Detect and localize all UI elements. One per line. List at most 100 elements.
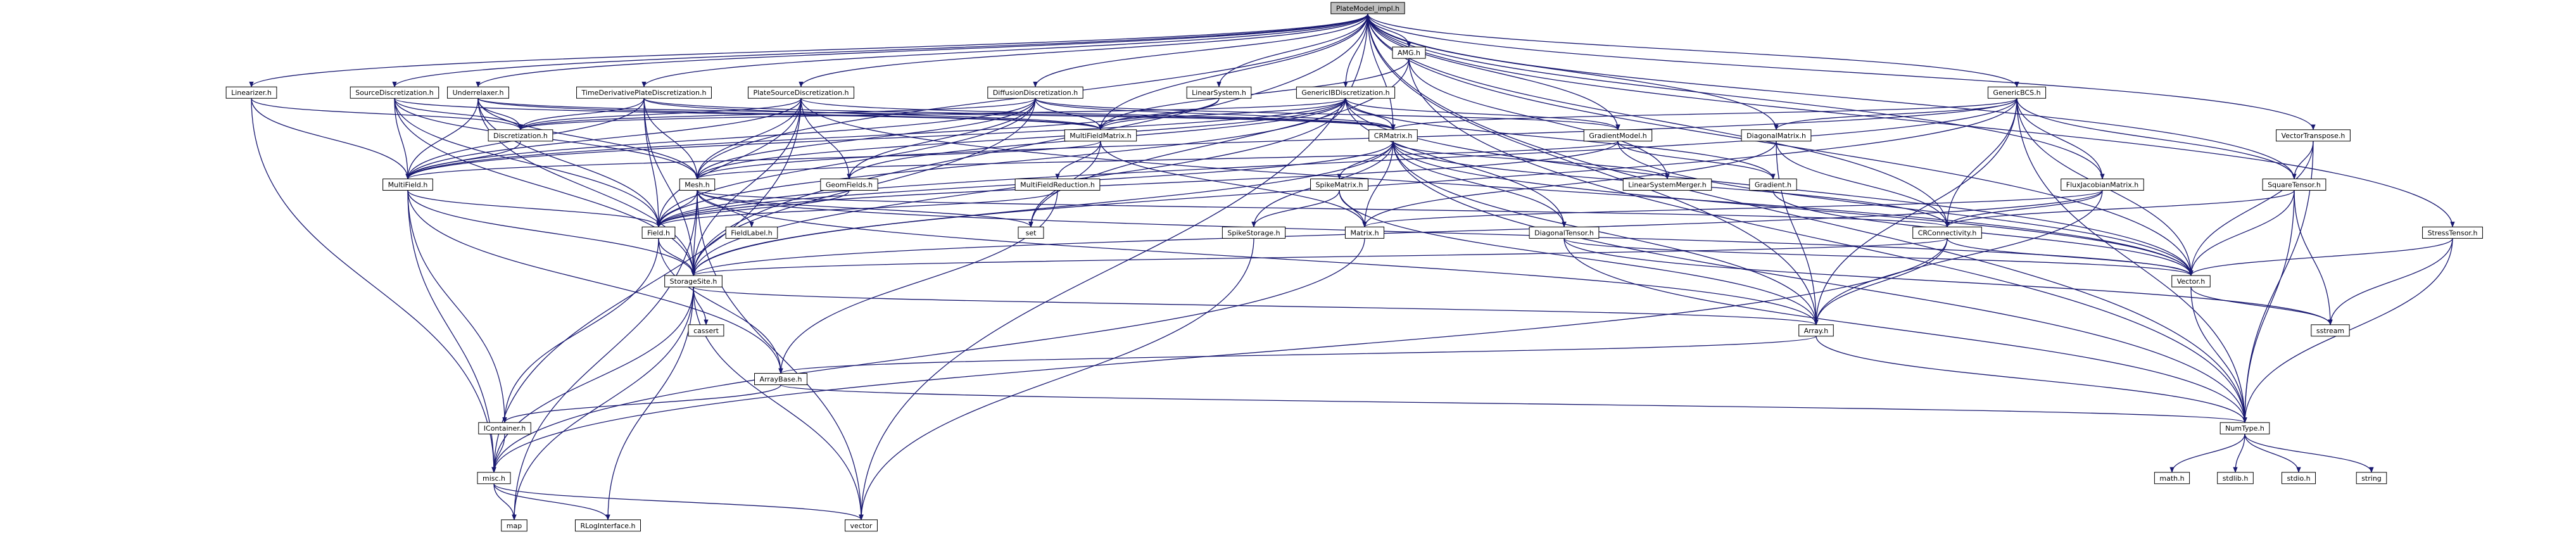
node-discretization-h[interactable]: Discretization.h: [488, 129, 553, 142]
node-box: [1064, 129, 1137, 142]
node-genericibdiscretization-h[interactable]: GenericIBDiscretization.h: [1296, 86, 1396, 99]
node-spikestorage-h[interactable]: SpikeStorage.h: [1222, 226, 1286, 239]
node-label: Vector.h: [2177, 277, 2206, 286]
node-vector[interactable]: vector: [845, 519, 878, 532]
node-label: CRMatrix.h: [1374, 132, 1412, 140]
node-label: GenericIBDiscretization.h: [1301, 89, 1389, 97]
node-arraybase-h[interactable]: ArrayBase.h: [754, 373, 807, 386]
node-set[interactable]: set: [1018, 226, 1044, 239]
node-fluxjacobianmatrix-h[interactable]: FluxJacobianMatrix.h: [2061, 179, 2144, 191]
edge-multifield_h-to-storagesite_h: [407, 190, 696, 277]
node-label: cassert: [693, 327, 719, 335]
node-multifield-h[interactable]: MultiField.h: [382, 179, 433, 191]
edge-spikestorage_h-to-vector: [859, 238, 1254, 521]
node-box: [2219, 422, 2270, 434]
node-linearsystemmerger-h[interactable]: LinearSystemMerger.h: [1622, 179, 1712, 191]
node-vector-h[interactable]: Vector.h: [2171, 275, 2211, 288]
node-genericbcs-h[interactable]: GenericBCS.h: [1987, 86, 2047, 99]
edge-platemodel_impl_h-to-diffusiondiscretization_h: [1033, 13, 1368, 88]
node-mesh-h[interactable]: Mesh.h: [679, 179, 716, 191]
node-array-h[interactable]: Array.h: [1798, 324, 1834, 337]
node-field-h[interactable]: Field.h: [641, 226, 676, 239]
node-diagonaltensor-h[interactable]: DiagonalTensor.h: [1529, 226, 1600, 239]
node-stresstensor-h[interactable]: StressTensor.h: [2422, 226, 2483, 239]
node-timederivativeplatediscretization-h[interactable]: TimeDerivativePlateDiscretization.h: [576, 86, 712, 99]
node-box: [382, 179, 433, 191]
node-label: Array.h: [1804, 327, 1829, 335]
node-geomfields-h[interactable]: GeomFields.h: [820, 179, 878, 191]
node-box: [845, 519, 878, 532]
node-map[interactable]: map: [501, 519, 527, 532]
edge-stresstensor_h-to-sstream: [2328, 238, 2453, 326]
node-label: TimeDerivativePlateDiscretization.h: [581, 89, 707, 97]
edge-timederivativeplatediscretization_h-to-storagesite_h: [643, 98, 696, 277]
edge-squaretensor_h-to-vector_h: [2188, 190, 2295, 277]
node-rloginterface-h[interactable]: RLogInterface.h: [574, 519, 641, 532]
edge-linearizer_h-to-misc_h: [251, 98, 496, 473]
node-multifieldreduction-h[interactable]: MultiFieldReduction.h: [1014, 179, 1101, 191]
node-box: [488, 129, 553, 142]
edge-platemodel_impl_h-to-array_h: [1367, 13, 1819, 326]
node-matrix-h[interactable]: Matrix.h: [1344, 226, 1385, 239]
edge-misc_h-to-map: [493, 483, 517, 521]
edge-linearsystem_h-to-multifield_h: [405, 98, 1220, 180]
node-crconnectivity-h[interactable]: CRConnectivity.h: [1912, 226, 1982, 239]
edge-timederivativeplatediscretization_h-to-mesh_h: [643, 98, 700, 180]
node-vectortranspose-h[interactable]: VectorTranspose.h: [2276, 129, 2351, 142]
node-label: StorageSite.h: [670, 277, 717, 286]
node-cassert[interactable]: cassert: [688, 324, 724, 337]
node-fieldlabel-h[interactable]: FieldLabel.h: [725, 226, 778, 239]
node-gradientmodel-h[interactable]: GradientModel.h: [1583, 129, 1653, 142]
node-box: [1529, 226, 1600, 239]
node-label: PlateModel_impl.h: [1336, 4, 1399, 13]
node-diagonalmatrix-h[interactable]: DiagonalMatrix.h: [1741, 129, 1812, 142]
edge-platemodel_impl_h-to-vectortranspose_h: [1367, 13, 2316, 130]
edge-diagonaltensor_h-to-numtype_h: [1563, 238, 2247, 424]
edge-genericbcs_h-to-diagonalmatrix_h: [1774, 98, 2017, 130]
edge-genericibdiscretization_h-to-multifieldmatrix_h: [1098, 98, 1346, 130]
edge-multifield_h-to-field_h: [407, 190, 661, 228]
node-box: [1749, 179, 1797, 191]
edge-genericibdiscretization_h-to-discretization_h: [518, 98, 1346, 130]
node-sourcediscretization-h[interactable]: SourceDiscretization.h: [350, 86, 439, 99]
node-string[interactable]: string: [2356, 472, 2387, 484]
edge-gradient_h-to-vector_h: [1772, 190, 2194, 277]
edge-arraybase_h-to-icontainer_h: [502, 384, 781, 424]
edge-underrelaxer_h-to-field_h: [477, 98, 661, 228]
node-box: [447, 86, 509, 99]
node-squaretensor-h[interactable]: SquareTensor.h: [2262, 179, 2327, 191]
edge-misc_h-to-rloginterface_h: [493, 483, 610, 521]
edge-vectortranspose_h-to-squaretensor_h: [2292, 141, 2314, 180]
node-sstream[interactable]: sstream: [2311, 324, 2350, 337]
node-gradient-h[interactable]: Gradient.h: [1749, 179, 1797, 191]
node-label: FluxJacobianMatrix.h: [2066, 181, 2139, 189]
node-stdio-h[interactable]: stdio.h: [2281, 472, 2316, 484]
node-numtype-h[interactable]: NumType.h: [2219, 422, 2270, 434]
node-linearizer-h[interactable]: Linearizer.h: [225, 86, 277, 99]
node-label: Linearizer.h: [231, 89, 272, 97]
node-linearsystem-h[interactable]: LinearSystem.h: [1186, 86, 1252, 99]
node-crmatrix-h[interactable]: CRMatrix.h: [1368, 129, 1418, 142]
node-label: GradientModel.h: [1589, 132, 1646, 140]
node-misc-h[interactable]: misc.h: [477, 472, 511, 484]
node-label: FieldLabel.h: [731, 229, 773, 237]
node-spikematrix-h[interactable]: SpikeMatrix.h: [1310, 179, 1368, 191]
node-stdlib-h[interactable]: stdlib.h: [2217, 472, 2254, 484]
node-diffusiondiscretization-h[interactable]: DiffusionDiscretization.h: [987, 86, 1083, 99]
node-box: [2217, 472, 2254, 484]
node-icontainer-h[interactable]: IContainer.h: [478, 422, 531, 434]
node-math-h[interactable]: math.h: [2154, 472, 2190, 484]
node-multifieldmatrix-h[interactable]: MultiFieldMatrix.h: [1064, 129, 1137, 142]
node-platemodel-impl-h[interactable]: PlateModel_impl.h: [1330, 2, 1405, 15]
node-underrelaxer-h[interactable]: Underrelaxer.h: [447, 86, 509, 99]
node-box: [477, 472, 511, 484]
node-platesourcediscretization-h[interactable]: PlateSourceDiscretization.h: [747, 86, 855, 99]
node-amg-h[interactable]: AMG.h: [1392, 46, 1426, 59]
node-box: [1310, 179, 1368, 191]
node-label: Discretization.h: [493, 132, 548, 140]
edge-genericbcs_h-to-squaretensor_h: [2016, 98, 2297, 180]
node-storagesite-h[interactable]: StorageSite.h: [664, 275, 723, 288]
node-label: stdio.h: [2287, 474, 2310, 483]
edge-multifieldmatrix_h-to-multifield_h: [405, 141, 1101, 180]
